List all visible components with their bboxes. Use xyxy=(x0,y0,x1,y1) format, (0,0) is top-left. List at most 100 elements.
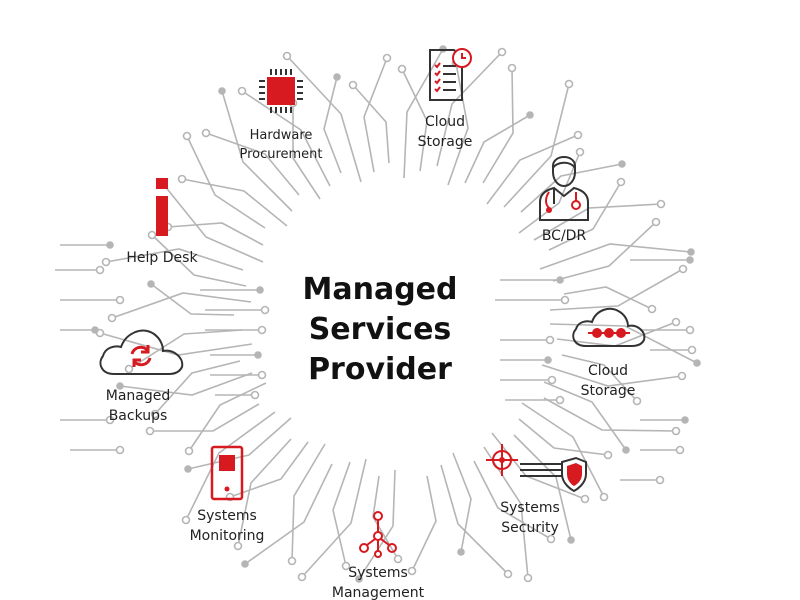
circuit-node xyxy=(184,446,194,456)
circuit-trace xyxy=(503,83,570,208)
circuit-trace xyxy=(563,286,653,310)
circuit-node xyxy=(616,177,626,187)
device-icon xyxy=(210,445,244,501)
circuit-node xyxy=(218,87,226,95)
node-label: Systems Management xyxy=(320,563,436,600)
circuit-node xyxy=(150,409,160,419)
circuit-trace xyxy=(286,55,362,183)
circuit-node xyxy=(184,465,192,473)
circuit-node xyxy=(523,573,533,583)
circuit-node xyxy=(95,265,105,275)
circuit-node xyxy=(675,445,685,455)
circuit-node xyxy=(545,335,555,345)
circuit-trace xyxy=(539,243,692,270)
node-label-line2: Storage xyxy=(417,134,473,150)
circuit-node xyxy=(564,79,574,89)
node-label-line1: Systems xyxy=(197,508,257,524)
circuit-node xyxy=(555,395,565,405)
circuit-trace xyxy=(119,372,253,396)
circuit-trace xyxy=(543,397,677,432)
center-title-line3: Provider xyxy=(308,352,452,387)
circuit-node xyxy=(556,276,564,284)
circuit-node xyxy=(497,47,507,57)
circuit-trace xyxy=(436,51,503,167)
circuit-node xyxy=(147,230,157,240)
node-label: Systems Security xyxy=(480,498,580,538)
circuit-trace xyxy=(464,114,531,184)
circuit-node xyxy=(681,416,689,424)
circuit-node xyxy=(256,286,264,294)
circuit-node xyxy=(397,64,407,74)
circuit-node xyxy=(355,575,363,583)
circuit-node xyxy=(91,326,99,334)
circuit-node xyxy=(693,359,701,367)
node-label-line2: Backups xyxy=(108,408,168,424)
network-nodes-icon xyxy=(359,511,397,558)
circuit-node xyxy=(257,325,267,335)
circuit-node xyxy=(145,426,155,436)
circuit-trace xyxy=(151,234,247,287)
cloud-sync-icon xyxy=(99,329,184,375)
circuit-trace xyxy=(543,381,627,451)
node-label-line1: Systems xyxy=(348,565,408,581)
circuit-trace xyxy=(548,181,622,251)
circuit-node xyxy=(647,304,657,314)
circuit-trace xyxy=(105,248,244,271)
circuit-node xyxy=(526,111,534,119)
circuit-node xyxy=(544,356,552,364)
circuit-trace xyxy=(358,469,396,580)
circuit-node xyxy=(655,475,665,485)
circuit-node xyxy=(254,351,262,359)
circuit-trace xyxy=(185,411,276,521)
circuit-node xyxy=(333,73,341,81)
circuit-trace xyxy=(301,458,367,578)
circuit-node xyxy=(686,256,694,264)
circuit-node xyxy=(567,536,575,544)
circuit-trace xyxy=(205,132,300,196)
circuit-trace xyxy=(181,178,288,227)
circuit-trace xyxy=(150,283,235,316)
circuit-trace xyxy=(520,163,623,213)
center-title-line2: Services xyxy=(308,312,452,347)
circuit-node xyxy=(560,295,570,305)
node-label-line2: Procurement xyxy=(239,147,323,162)
circuit-trace xyxy=(237,438,292,547)
circuit-trace xyxy=(188,382,267,452)
node-label-line2: Management xyxy=(331,585,425,600)
circuit-node xyxy=(580,494,590,504)
circuit-node xyxy=(382,53,392,63)
circuit-node xyxy=(115,295,125,305)
circuit-node xyxy=(105,415,115,425)
circuit-node xyxy=(622,446,630,454)
circuit-node xyxy=(201,128,211,138)
circuit-node xyxy=(671,317,681,327)
circuit-trace xyxy=(352,84,390,164)
circuit-node xyxy=(547,375,557,385)
circuit-node xyxy=(546,534,556,544)
circuit-trace xyxy=(518,151,581,234)
circuit-trace xyxy=(291,443,326,562)
circuit-node xyxy=(177,174,187,184)
circuit-trace xyxy=(363,57,388,173)
circuit-node xyxy=(116,382,124,390)
node-label-line2: Storage xyxy=(580,383,636,399)
circuit-trace xyxy=(549,268,684,311)
circuit-trace xyxy=(521,402,605,498)
circuit-node xyxy=(671,426,681,436)
circuit-node xyxy=(573,130,583,140)
node-label: Systems Monitoring xyxy=(172,506,282,546)
circuit-node xyxy=(250,390,260,400)
circuit-node xyxy=(297,572,307,582)
node-label: Cloud Storage xyxy=(558,361,658,401)
circuit-trace xyxy=(292,103,321,200)
circuit-node xyxy=(124,364,134,374)
node-label: BC/DR xyxy=(524,226,604,246)
circuit-trace xyxy=(473,460,552,540)
circuit-trace xyxy=(221,90,293,212)
circuit-node xyxy=(115,445,125,455)
circuit-trace xyxy=(241,90,331,187)
circuit-trace xyxy=(323,76,342,174)
circuit-trace xyxy=(167,222,264,246)
